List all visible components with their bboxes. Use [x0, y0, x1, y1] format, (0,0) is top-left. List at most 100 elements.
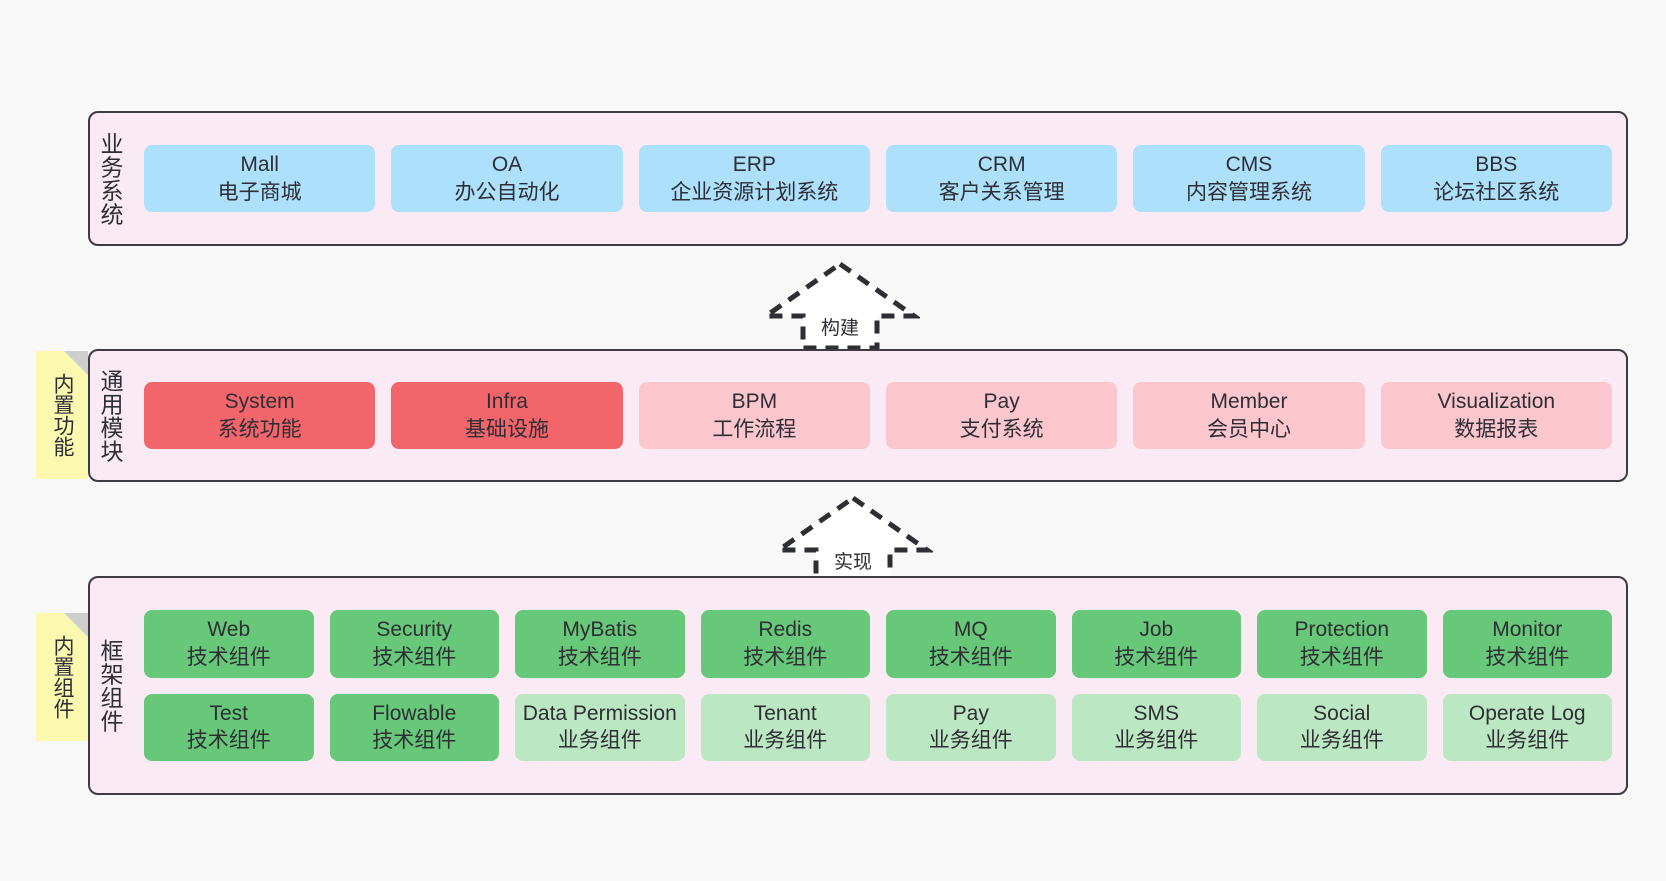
- card-title: Flowable: [372, 701, 457, 725]
- card-subtitle: 技术组件: [928, 645, 1013, 669]
- note-text: 内置功能: [50, 373, 74, 457]
- folded-corner-icon: [64, 351, 88, 375]
- card-protection[interactable]: Protection 技术组件: [1257, 609, 1427, 678]
- card-title: Protection: [1294, 617, 1390, 641]
- card-title: Redis: [758, 617, 813, 641]
- card-subtitle: 业务组件: [557, 729, 642, 753]
- card-subtitle: 办公自动化: [454, 180, 560, 204]
- layer-label-business-systems: 业务系统: [97, 131, 123, 226]
- card-subtitle: 技术组件: [372, 645, 457, 669]
- card-row: Mall 电子商城 OA 办公自动化 ERP 企业资源计划系统 CRM 客户关系…: [144, 144, 1612, 213]
- card-subtitle: 企业资源计划系统: [670, 180, 839, 204]
- card-security[interactable]: Security 技术组件: [329, 609, 499, 678]
- card-title: Mall: [240, 152, 279, 176]
- card-cms[interactable]: CMS 内容管理系统: [1133, 144, 1365, 213]
- card-sms[interactable]: SMS 业务组件: [1071, 693, 1241, 762]
- card-monitor[interactable]: Monitor 技术组件: [1442, 609, 1612, 678]
- folded-corner-icon: [64, 613, 88, 637]
- card-subtitle: 技术组件: [372, 729, 457, 753]
- layer-business-systems: 业务系统 Mall 电子商城 OA 办公自动化 ERP 企业资源计划系统 CRM…: [88, 111, 1628, 246]
- card-subtitle: 技术组件: [1299, 645, 1384, 669]
- card-title: BPM: [731, 389, 778, 413]
- card-title: Pay: [952, 701, 989, 725]
- card-oa[interactable]: OA 办公自动化: [391, 144, 623, 213]
- card-title: SMS: [1133, 701, 1179, 725]
- card-title: CRM: [977, 152, 1026, 176]
- up-arrow-icon: [773, 494, 933, 585]
- card-title: ERP: [732, 152, 776, 176]
- card-title: Data Permission: [522, 701, 677, 725]
- card-subtitle: 技术组件: [1114, 645, 1199, 669]
- card-tenant[interactable]: Tenant 业务组件: [700, 693, 870, 762]
- card-mq[interactable]: MQ 技术组件: [886, 609, 1056, 678]
- card-title: Infra: [485, 389, 528, 413]
- card-title: Visualization: [1437, 389, 1556, 413]
- card-title: Social: [1313, 701, 1371, 725]
- layer-common-modules: 通用模块 System 系统功能 Infra 基础设施 BPM 工作流程 Pay…: [88, 349, 1628, 482]
- card-subtitle: 基础设施: [464, 417, 549, 441]
- card-subtitle: 系统功能: [217, 417, 302, 441]
- card-mall[interactable]: Mall 电子商城: [144, 144, 376, 213]
- layer-framework-components: 框架组件 Web 技术组件 Security 技术组件 MyBatis 技术组件…: [88, 576, 1628, 795]
- layer-label-common-modules: 通用模块: [97, 368, 123, 463]
- card-subtitle: 内容管理系统: [1185, 180, 1312, 204]
- card-title: Web: [207, 617, 251, 641]
- card-operate-log[interactable]: Operate Log 业务组件: [1442, 693, 1612, 762]
- card-erp[interactable]: ERP 企业资源计划系统: [638, 144, 870, 213]
- card-row-business: Test 技术组件 Flowable 技术组件 Data Permission …: [144, 693, 1612, 762]
- card-subtitle: 业务组件: [1114, 729, 1199, 753]
- card-subtitle: 技术组件: [743, 645, 828, 669]
- card-subtitle: 电子商城: [217, 180, 302, 204]
- card-job[interactable]: Job 技术组件: [1071, 609, 1241, 678]
- card-subtitle: 业务组件: [1299, 729, 1384, 753]
- card-social[interactable]: Social 业务组件: [1257, 693, 1427, 762]
- card-redis[interactable]: Redis 技术组件: [700, 609, 870, 678]
- note-text: 内置组件: [50, 635, 74, 719]
- card-title: MyBatis: [562, 617, 638, 641]
- card-pay-component[interactable]: Pay 业务组件: [886, 693, 1056, 762]
- card-subtitle: 技术组件: [1485, 645, 1570, 669]
- card-row-technical: Web 技术组件 Security 技术组件 MyBatis 技术组件 Redi…: [144, 609, 1612, 678]
- connector-implement: 实现: [773, 492, 933, 588]
- card-title: OA: [491, 152, 523, 176]
- card-infra[interactable]: Infra 基础设施: [391, 381, 623, 450]
- card-system[interactable]: System 系统功能: [144, 381, 376, 450]
- layer-body-business-systems: Mall 电子商城 OA 办公自动化 ERP 企业资源计划系统 CRM 客户关系…: [130, 113, 1626, 244]
- card-subtitle: 数据报表: [1454, 417, 1539, 441]
- card-web[interactable]: Web 技术组件: [144, 609, 314, 678]
- card-test[interactable]: Test 技术组件: [144, 693, 314, 762]
- up-arrow-icon: [760, 260, 920, 351]
- card-title: Tenant: [753, 701, 817, 725]
- card-title: Job: [1139, 617, 1174, 641]
- card-pay-module[interactable]: Pay 支付系统: [885, 381, 1118, 450]
- card-data-permission[interactable]: Data Permission 业务组件: [515, 693, 685, 762]
- card-subtitle: 业务组件: [928, 729, 1013, 753]
- card-subtitle: 支付系统: [959, 417, 1044, 441]
- note-builtin-components: 内置组件: [36, 613, 88, 741]
- card-subtitle: 会员中心: [1206, 417, 1291, 441]
- card-subtitle: 工作流程: [712, 417, 797, 441]
- card-bpm[interactable]: BPM 工作流程: [638, 381, 870, 450]
- connector-build: 构建: [760, 258, 920, 354]
- card-title: CMS: [1225, 152, 1273, 176]
- card-subtitle: 业务组件: [1485, 729, 1570, 753]
- card-crm[interactable]: CRM 客户关系管理: [885, 144, 1118, 213]
- card-title: Operate Log: [1468, 701, 1586, 725]
- card-bbs[interactable]: BBS 论坛社区系统: [1380, 144, 1612, 213]
- layer-body-common-modules: System 系统功能 Infra 基础设施 BPM 工作流程 Pay 支付系统…: [130, 351, 1626, 480]
- card-subtitle: 技术组件: [186, 645, 271, 669]
- card-flowable[interactable]: Flowable 技术组件: [329, 693, 499, 762]
- card-subtitle: 技术组件: [557, 645, 642, 669]
- card-member[interactable]: Member 会员中心: [1133, 381, 1365, 450]
- card-subtitle: 客户关系管理: [938, 180, 1065, 204]
- layer-label-framework-components: 框架组件: [97, 638, 123, 733]
- card-visualization[interactable]: Visualization 数据报表: [1380, 381, 1612, 450]
- card-subtitle: 论坛社区系统: [1433, 180, 1560, 204]
- card-title: Member: [1210, 389, 1288, 413]
- card-title: Test: [209, 701, 248, 725]
- card-mybatis[interactable]: MyBatis 技术组件: [515, 609, 685, 678]
- card-subtitle: 技术组件: [186, 729, 271, 753]
- card-title: BBS: [1475, 152, 1518, 176]
- card-title: Pay: [983, 389, 1020, 413]
- card-title: Monitor: [1492, 617, 1563, 641]
